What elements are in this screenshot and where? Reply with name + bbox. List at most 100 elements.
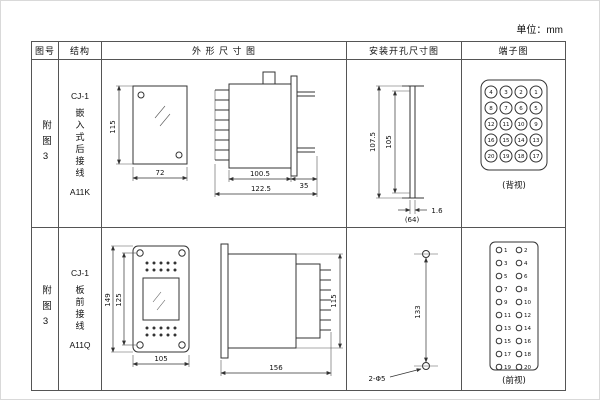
terminal-number: 20 — [488, 154, 495, 160]
terminal: 9 — [495, 298, 508, 306]
outline-drawing-row1: 115 72 — [109, 71, 317, 197]
terminal: 11 — [495, 311, 511, 319]
dim-panel-thickness: 1.6 — [431, 207, 443, 215]
terminal-number: 2 — [519, 90, 523, 96]
terminal: 6 — [515, 272, 528, 280]
dim-inner-height: 125 — [115, 293, 123, 306]
terminal-number: 10 — [518, 122, 525, 128]
terminal-number: 11 — [504, 313, 511, 319]
terminal: 10 — [515, 298, 531, 306]
figure-number: 附图3 — [40, 285, 51, 333]
mounting-drawing-row1: 107.5 105 1.6 (64) — [369, 85, 443, 224]
row2-terminal-cell: 1 2 3 4 5 6 7 8 9 10 11 12 13 14 15 16 1… — [462, 228, 565, 390]
dim-hole-size: 2-Φ5 — [368, 375, 385, 383]
terminal: 2 — [514, 85, 528, 98]
terminal-number: 10 — [524, 300, 531, 306]
terminal: 12 — [484, 117, 498, 130]
row1-mounting-cell: 107.5 105 1.6 (64) — [347, 60, 462, 228]
terminal: 13 — [495, 324, 511, 332]
terminal: 20 — [515, 363, 531, 371]
terminal: 19 — [499, 149, 513, 162]
terminal-number: 13 — [504, 326, 511, 332]
terminal: 7 — [499, 101, 513, 114]
terminal: 8 — [484, 101, 498, 114]
terminal-number: 19 — [504, 365, 511, 371]
spec-table: 图号 结构 外 形 尺 寸 图 安装开孔尺寸图 端子图 附图3 CJ-1 嵌入式… — [31, 41, 566, 391]
terminal-number: 9 — [534, 122, 538, 128]
row1-terminal-cell: 4 3 2 1 8 7 6 5 12 11 10 9 16 15 14 13 2… — [462, 60, 565, 228]
terminal-number: 15 — [503, 138, 510, 144]
dim-cutout-width: (64) — [404, 216, 419, 224]
terminal-number: 3 — [504, 90, 508, 96]
terminal-number: 16 — [488, 138, 495, 144]
terminal: 3 — [495, 259, 508, 267]
terminal: 17 — [529, 149, 543, 162]
terminal-number: 5 — [504, 274, 508, 280]
dim-total-depth: 122.5 — [250, 185, 270, 193]
terminal: 3 — [499, 85, 513, 98]
terminal-number: 1 — [534, 90, 538, 96]
terminal: 9 — [529, 117, 543, 130]
terminal-number: 12 — [524, 313, 531, 319]
terminal: 11 — [499, 117, 513, 130]
terminal: 2 — [515, 246, 528, 254]
terminal-number: 16 — [524, 339, 531, 345]
outline-drawing-row2: 149 125 105 — [104, 243, 343, 376]
terminal-number: 18 — [524, 352, 531, 358]
terminal-number: 7 — [504, 287, 508, 293]
dim-cutout-inner: 105 — [385, 135, 393, 148]
terminal-number: 2 — [524, 248, 528, 254]
terminal-number: 1 — [504, 248, 508, 254]
view-label: (前视) — [502, 375, 526, 386]
header-fig-no: 图号 — [32, 42, 59, 60]
header-outline: 外 形 尺 寸 图 — [102, 42, 347, 60]
terminal-diagram-front: 1 2 3 4 5 6 7 8 9 10 11 12 13 14 15 16 1… — [489, 241, 539, 386]
terminal-number: 15 — [504, 339, 511, 345]
structure-type: 板前接线 — [74, 285, 85, 333]
terminal-number: 11 — [503, 122, 510, 128]
terminal-number: 12 — [488, 122, 495, 128]
terminal-number: 17 — [504, 352, 511, 358]
row2-structure-cell: CJ-1 板前接线 A11Q — [59, 228, 102, 390]
unit-label: 单位：mm — [516, 25, 563, 36]
terminal: 12 — [515, 311, 531, 319]
terminal-number: 5 — [534, 106, 538, 112]
terminal-number: 14 — [524, 326, 531, 332]
terminal: 20 — [484, 149, 498, 162]
row1-structure-cell: CJ-1 嵌入式后接线 A11K — [59, 60, 102, 228]
terminal-number: 18 — [518, 154, 525, 160]
dim-cutout-outer: 107.5 — [369, 131, 377, 151]
header-mounting: 安装开孔尺寸图 — [347, 42, 462, 60]
terminal: 16 — [484, 133, 498, 146]
figure-number: 附图3 — [40, 119, 51, 168]
terminal: 14 — [515, 324, 531, 332]
terminal: 5 — [495, 272, 508, 280]
structure-type: 嵌入式后接线 — [74, 107, 85, 180]
terminal: 19 — [495, 363, 511, 371]
terminal-number: 4 — [524, 261, 528, 267]
terminal-diagram-rear: 4 3 2 1 8 7 6 5 12 11 10 9 16 15 14 13 2… — [480, 79, 548, 191]
terminal: 5 — [529, 101, 543, 114]
terminal-number: 14 — [518, 138, 525, 144]
terminal-number: 4 — [489, 90, 493, 96]
terminal-number: 6 — [524, 274, 528, 280]
row1-outline-cell: 115 72 — [102, 60, 347, 228]
row2-fig-cell: 附图3 — [32, 228, 59, 390]
terminal: 15 — [495, 337, 511, 345]
dim-front-width: 72 — [155, 169, 164, 177]
terminal: 13 — [529, 133, 543, 146]
row2-mounting-cell: 133 2-Φ5 — [347, 228, 462, 390]
terminal-number: 7 — [504, 106, 508, 112]
terminal-number: 9 — [504, 300, 508, 306]
terminal-number: 3 — [504, 261, 508, 267]
terminal: 4 — [484, 85, 498, 98]
dim-depth: 156 — [269, 364, 283, 372]
terminal: 7 — [495, 285, 508, 293]
row1-fig-cell: 附图3 — [32, 60, 59, 228]
terminal: 4 — [515, 259, 528, 267]
terminal: 10 — [514, 117, 528, 130]
dim-width: 105 — [154, 355, 167, 363]
terminal: 18 — [515, 350, 531, 358]
terminal-number: 19 — [503, 154, 510, 160]
structure-model: CJ-1 — [71, 268, 89, 278]
